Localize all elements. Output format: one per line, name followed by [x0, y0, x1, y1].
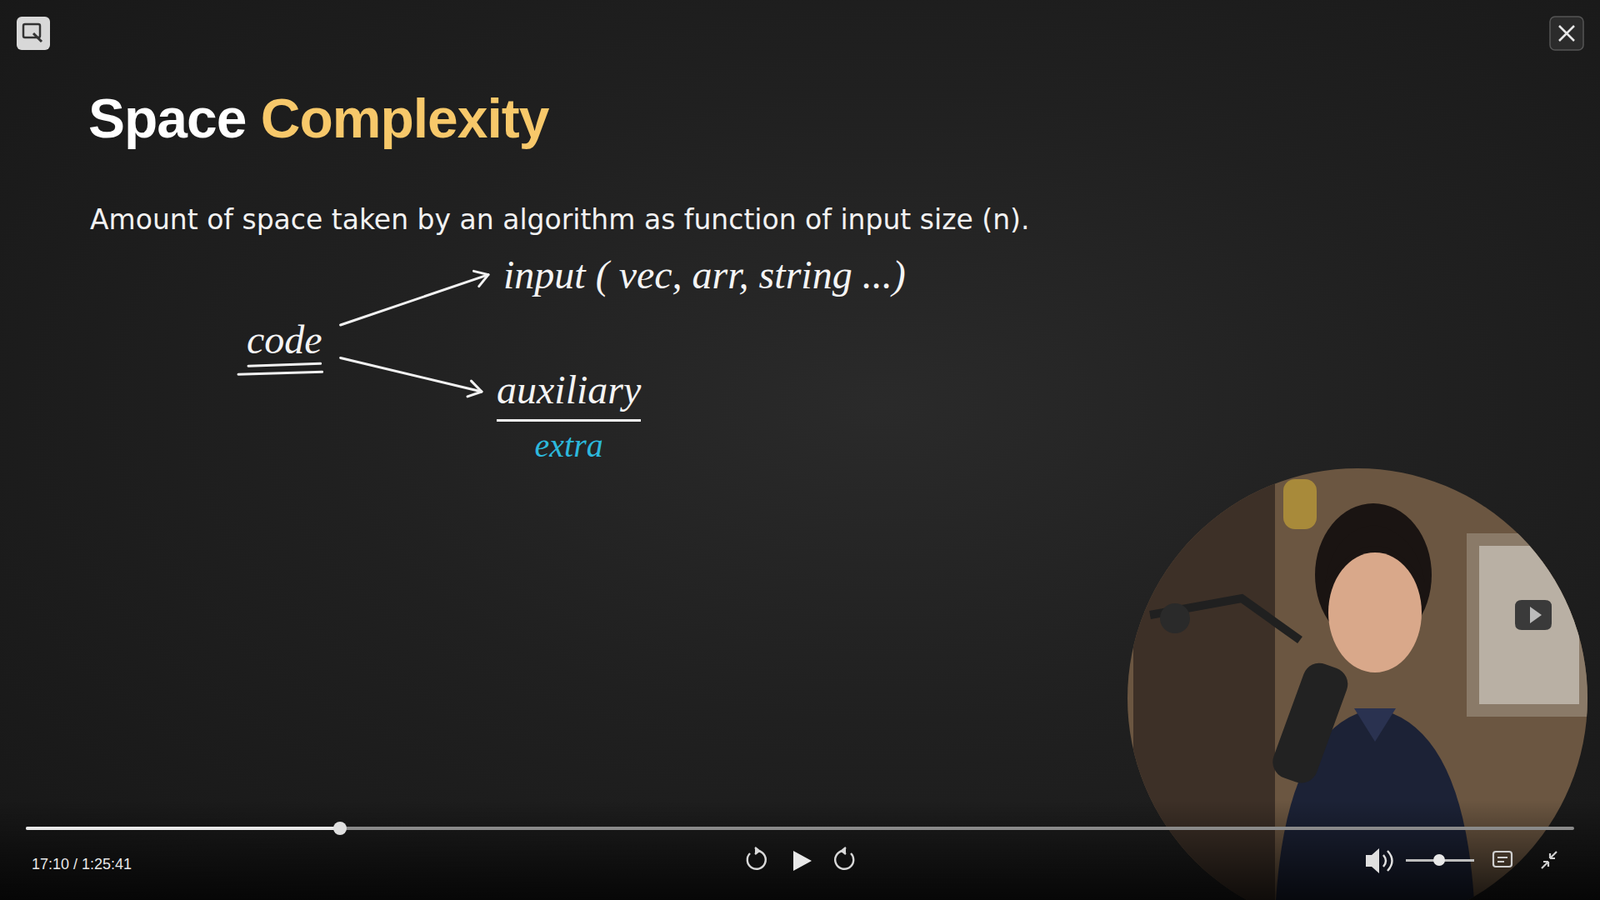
playback-time: 17:10 / 1:25:41	[31, 855, 132, 874]
progress-played	[25, 826, 340, 830]
slide-title: Space Complexity	[88, 86, 550, 150]
rewind-icon	[747, 847, 766, 870]
code-term: code	[241, 313, 328, 366]
input-term: input ( vec, arr, string ...)	[498, 248, 911, 301]
handwritten-text: auxiliary	[496, 366, 641, 422]
handwritten-text: extra	[535, 426, 604, 465]
play-icon	[793, 850, 812, 871]
auxiliary-term: auxiliary extra	[491, 363, 646, 469]
arrow-connector	[340, 357, 482, 396]
handwritten-text: code	[246, 316, 323, 363]
exit-fullscreen-icon	[1541, 851, 1557, 869]
captions-icon	[1493, 851, 1512, 867]
pip-icon	[16, 16, 50, 50]
arrow-connector	[340, 270, 489, 325]
handwritten-text: input ( vec, arr, string ...)	[503, 251, 906, 298]
definition-text: Amount of space taken by an algorithm as…	[90, 203, 1030, 236]
double-underline	[238, 363, 323, 375]
progress-track	[25, 826, 1575, 830]
forward-icon	[835, 847, 854, 870]
close-button	[1550, 16, 1584, 50]
volume-icon	[1365, 848, 1380, 874]
progress-knob	[333, 821, 347, 835]
